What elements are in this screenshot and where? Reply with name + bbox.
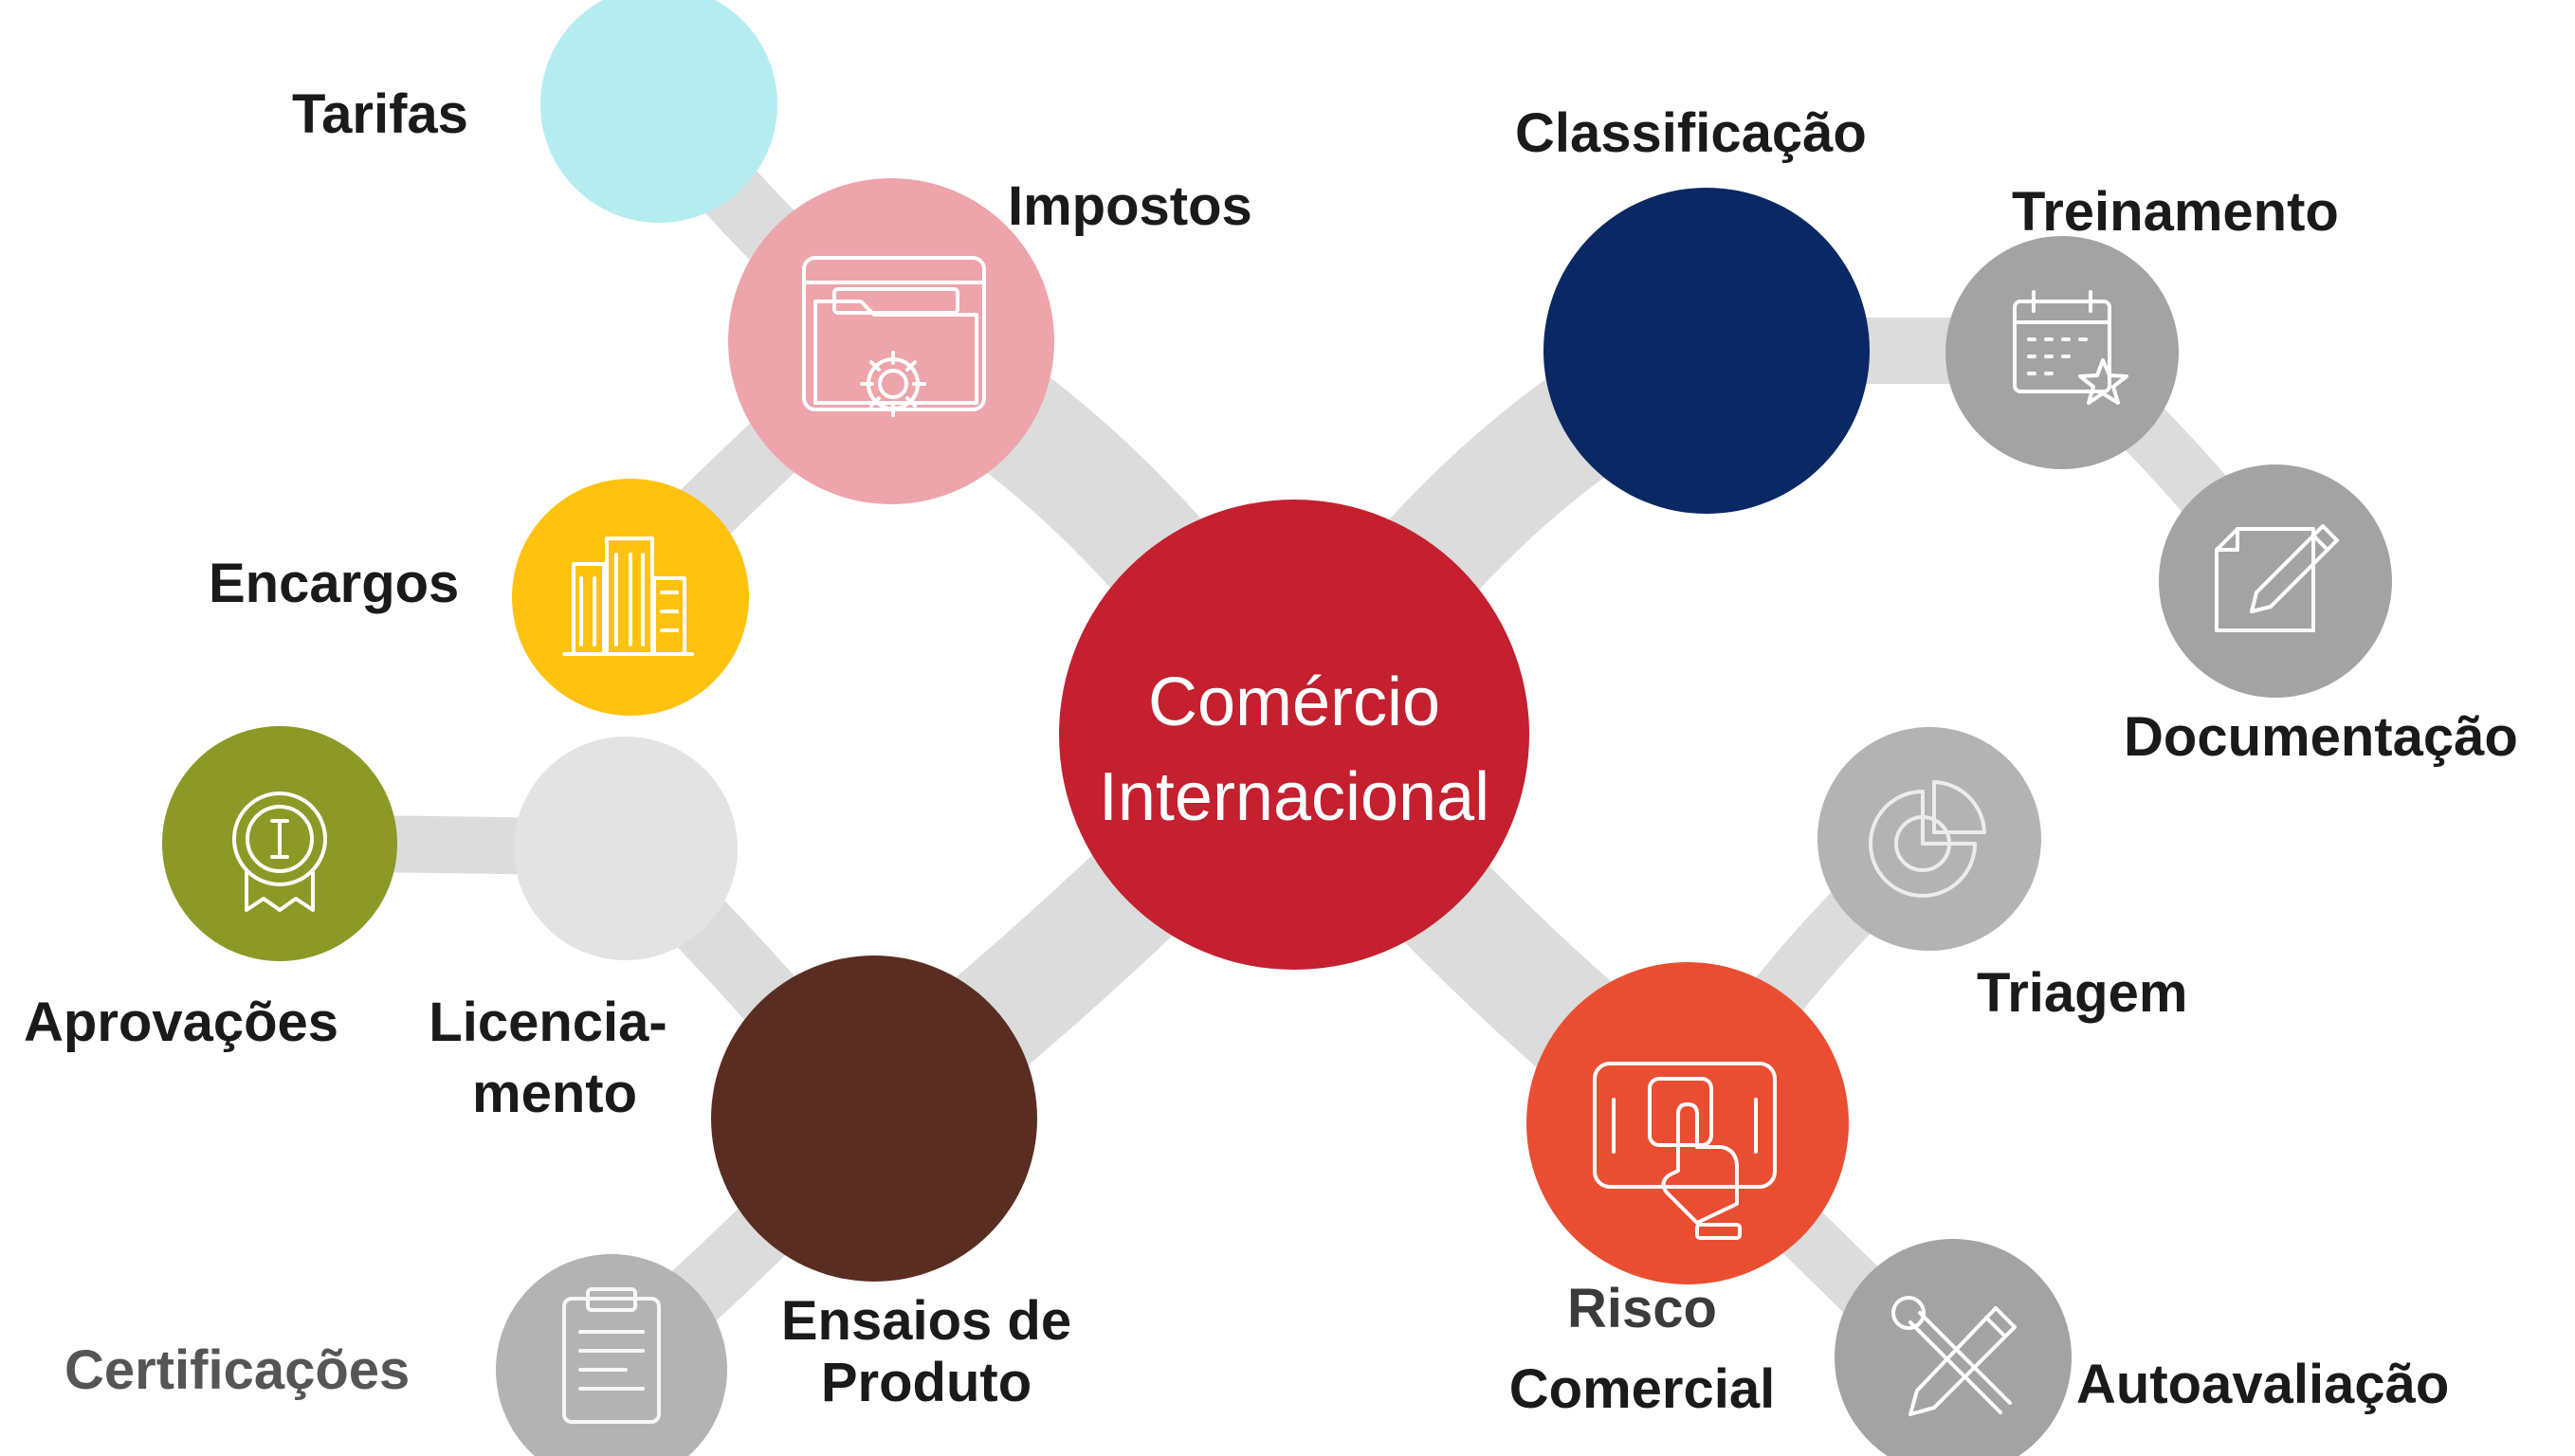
licenciamento-node[interactable] — [514, 737, 738, 960]
tarifas-node[interactable] — [540, 0, 777, 223]
risco-node[interactable] — [1526, 962, 1849, 1284]
aprovacoes-label: Aprovações — [24, 992, 338, 1053]
triagem-node[interactable] — [1817, 727, 2041, 951]
clipboard-icon — [562, 1287, 661, 1424]
folder-gear-icon — [802, 256, 986, 417]
autoavaliacao-label: Autoavaliação — [2076, 1354, 2449, 1415]
documentacao-node[interactable] — [2159, 464, 2392, 698]
certificacoes-node[interactable] — [496, 1254, 727, 1456]
award-badge-icon — [232, 792, 327, 912]
buildings-icon — [562, 537, 694, 656]
treinamento-node[interactable] — [1945, 236, 2179, 469]
center-node[interactable] — [1059, 500, 1529, 970]
impostos-label: Impostos — [1008, 175, 1252, 237]
ensaios-label-line1: Ensaios de — [781, 1290, 1071, 1352]
documentacao-label: Documentação — [2124, 706, 2518, 768]
ensaios-label-line2: Produto — [821, 1352, 1032, 1413]
edit-document-icon — [2215, 524, 2339, 632]
calendar-star-icon — [2013, 290, 2128, 405]
triagem-label: Triagem — [1977, 962, 2187, 1024]
licenciamento-label-line1: Licencia- — [429, 992, 667, 1053]
center-title-line2: Internacional — [1099, 759, 1489, 835]
licenciamento-label-line2: mento — [472, 1063, 637, 1124]
encargos-label: Encargos — [209, 553, 459, 614]
tarifas-label: Tarifas — [292, 83, 468, 145]
treinamento-label: Treinamento — [2012, 181, 2339, 243]
center-title-line1: Comércio — [1148, 664, 1440, 740]
risco-label-line2: Comercial — [1509, 1358, 1775, 1420]
risco-label-line1: Risco — [1567, 1278, 1717, 1339]
certificacoes-label: Certificações — [64, 1339, 410, 1401]
impostos-node[interactable] — [728, 178, 1054, 504]
classificacao-label: Classificação — [1515, 102, 1867, 164]
tools-icon — [1891, 1296, 2017, 1416]
classificacao-node[interactable] — [1543, 188, 1870, 514]
tablet-touch-icon — [1593, 1062, 1777, 1240]
ensaios-node[interactable] — [711, 956, 1037, 1282]
pie-chart-icon — [1869, 780, 1986, 898]
